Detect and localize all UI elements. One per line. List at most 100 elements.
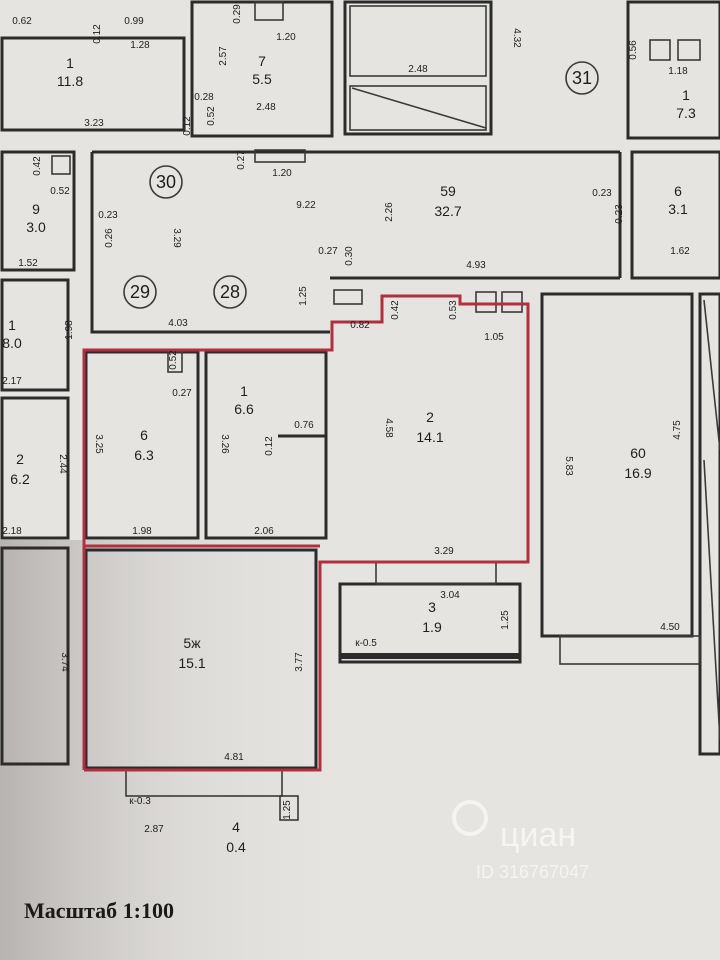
dimension-label: 2.87 <box>144 824 164 835</box>
dimension-label: 4.81 <box>224 752 244 763</box>
room-number: 6 <box>140 427 148 443</box>
dimension-label: 3.29 <box>171 228 182 248</box>
axis-marker-31 <box>565 61 599 95</box>
room-labels: 1 11.8 7 5.5 59 32.7 1 7.3 9 3.0 6 3.1 1… <box>2 53 696 855</box>
dimension-label: 3.26 <box>219 434 230 454</box>
room-number: 4 <box>232 819 240 835</box>
dimension-label: 5.83 <box>563 456 574 476</box>
dimension-label: 3.23 <box>84 118 104 129</box>
room-area: 32.7 <box>434 203 461 219</box>
axis-label-31: 31 <box>572 68 592 88</box>
room-area: 16.9 <box>624 465 651 481</box>
watermark: циан ID 316767047 <box>452 800 589 882</box>
room-area: 0.4 <box>226 839 246 855</box>
room-number: 59 <box>440 183 456 199</box>
dimension-label: 2.48 <box>256 102 276 113</box>
dimension-label: 4.58 <box>383 418 394 438</box>
room-number: 5ж <box>183 635 201 651</box>
dimension-labels: 0.62 0.12 0.99 1.28 0.29 1.20 4.32 2.57 … <box>2 4 690 835</box>
axis-marker-28 <box>213 275 247 309</box>
room-area: 15.1 <box>178 655 205 671</box>
dimension-label: 0.12 <box>264 436 275 456</box>
dimension-label: 3.77 <box>294 652 305 672</box>
axis-label-30: 30 <box>156 172 176 192</box>
dimension-label: 2.48 <box>408 64 428 75</box>
dimension-label: 0.27 <box>318 246 338 257</box>
dimension-label: к-0.5 <box>355 638 377 649</box>
walls <box>0 0 720 821</box>
dimension-label: 0.23 <box>592 188 612 199</box>
room-area: 7.3 <box>676 105 696 121</box>
dimension-label: 1.25 <box>282 800 293 820</box>
room-area: 3.1 <box>668 201 688 217</box>
room-number: 3 <box>428 599 436 615</box>
axis-markers: 31 30 29 28 <box>123 61 599 309</box>
dimension-label: 2.17 <box>2 376 22 387</box>
dimension-label: 1.18 <box>668 66 688 77</box>
room-area: 1.9 <box>422 619 442 635</box>
apartment-outline <box>82 294 530 772</box>
dimension-label: 1.62 <box>670 246 690 257</box>
room-area: 5.5 <box>252 71 272 87</box>
dimension-label: 1.52 <box>18 258 38 269</box>
room-area: 6.6 <box>234 401 254 417</box>
scale-label: Масштаб 1:100 <box>24 898 174 923</box>
room-area: 8.0 <box>2 335 22 351</box>
pin-icon <box>452 800 488 836</box>
dimension-label: 2.18 <box>2 526 22 537</box>
room-number: 7 <box>258 53 266 69</box>
dimension-label: 4.93 <box>466 260 486 271</box>
dimension-label: 0.23 <box>614 204 625 224</box>
dimension-label: 0.26 <box>104 228 115 248</box>
room-area: 6.2 <box>10 471 30 487</box>
dimension-label: 0.76 <box>294 420 314 431</box>
dimension-label: 0.53 <box>448 300 459 320</box>
shadow-left <box>0 540 340 960</box>
dimension-label: 0.12 <box>92 24 103 44</box>
dimension-label: к-0.3 <box>129 796 151 807</box>
axis-marker-29 <box>123 275 157 309</box>
room-area: 3.0 <box>26 219 46 235</box>
dimension-label: 2.26 <box>384 202 395 222</box>
room-number: 6 <box>674 183 682 199</box>
watermark-brand: циан <box>500 816 576 854</box>
axis-label-29: 29 <box>130 282 150 302</box>
dimension-label: 0.12 <box>182 116 193 136</box>
dimension-label: 1.25 <box>500 610 511 630</box>
dimension-label: 9.22 <box>296 200 316 211</box>
dimension-label: 0.42 <box>32 156 43 176</box>
room-number: 1 <box>240 383 248 399</box>
dimension-label: 0.52 <box>168 350 179 370</box>
room-number: 2 <box>16 451 24 467</box>
dimension-label: 0.28 <box>194 92 214 103</box>
dimension-label: 4.75 <box>672 420 683 440</box>
dimension-label: 4.50 <box>660 622 680 633</box>
dimension-label: 0.52 <box>206 106 217 126</box>
dimension-label: 1.20 <box>276 32 296 43</box>
dimension-label: 0.30 <box>344 246 355 266</box>
room-number: 1 <box>682 87 690 103</box>
room-area: 11.8 <box>57 73 83 89</box>
dimension-label: 1.25 <box>298 286 309 306</box>
dimension-label: 0.23 <box>98 210 118 221</box>
dimension-label: 3.25 <box>93 434 104 454</box>
dimension-label: 2.06 <box>254 526 274 537</box>
axis-marker-30 <box>149 165 183 199</box>
dimension-label: 0.29 <box>232 4 243 24</box>
room-number: 1 <box>66 55 74 71</box>
dimension-label: 0.56 <box>628 40 639 60</box>
dimension-label: 0.27 <box>172 388 192 399</box>
dimension-label: 1.28 <box>130 40 150 51</box>
dimension-label: 0.82 <box>350 320 370 331</box>
room-number: 9 <box>32 201 40 217</box>
dimension-label: 4.32 <box>511 28 522 48</box>
room-number: 2 <box>426 409 434 425</box>
dimension-label: 1.20 <box>272 168 292 179</box>
dimension-label: 1.98 <box>132 526 152 537</box>
axis-label-28: 28 <box>220 282 240 302</box>
dimension-label: 2.57 <box>218 46 229 66</box>
dimension-label: 0.52 <box>50 186 70 197</box>
dimension-label: 0.99 <box>124 16 144 27</box>
room-number: 1 <box>8 317 16 333</box>
